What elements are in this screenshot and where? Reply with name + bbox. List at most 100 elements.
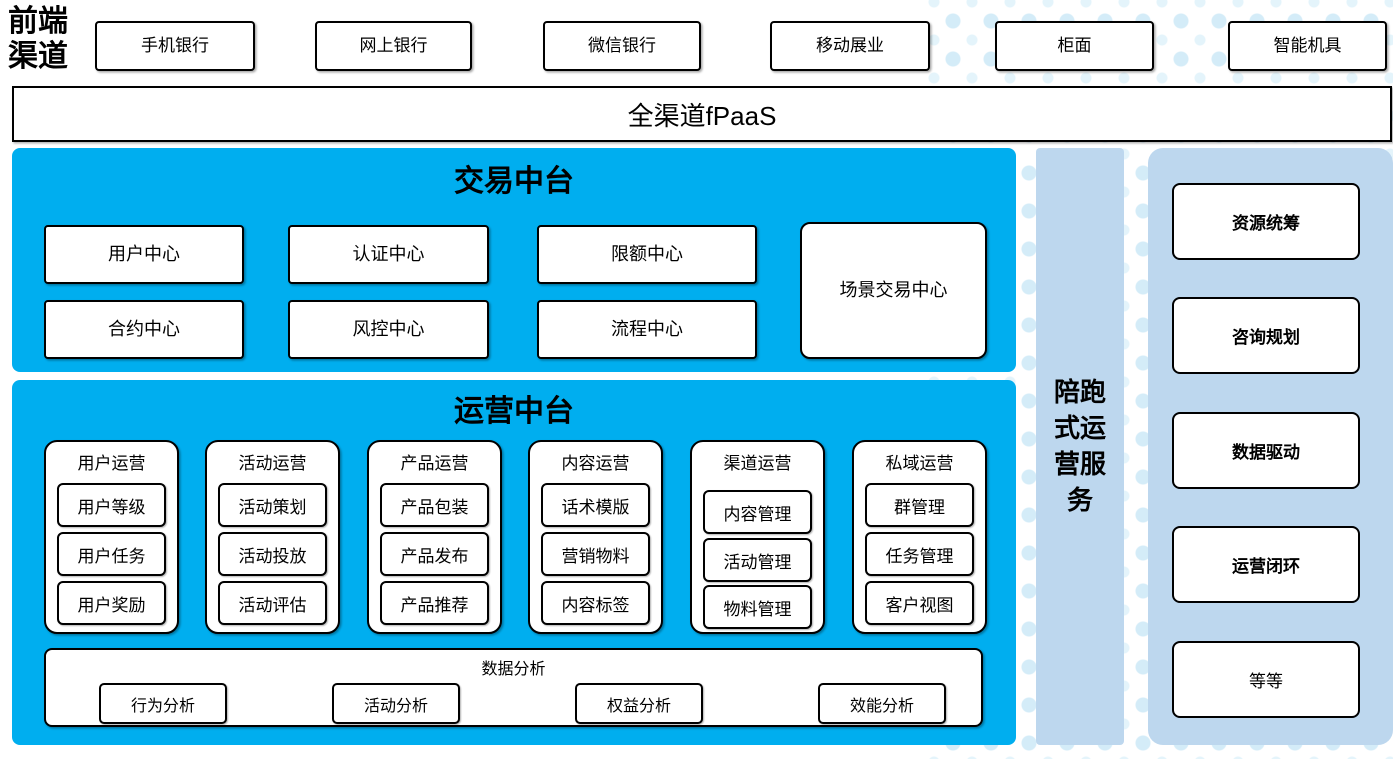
op-item-label: 活动策划 <box>238 497 307 517</box>
op-column-activity-operation: 活动运营 活动策划 活动投放 活动评估 <box>205 440 340 634</box>
op-item: 产品发布 <box>380 532 489 576</box>
op-item: 活动管理 <box>703 538 812 582</box>
op-item-label: 物料管理 <box>723 599 792 619</box>
service-box-label: 数据驱动 <box>1232 443 1300 462</box>
channel-label: 智能机具 <box>1273 35 1342 55</box>
op-column-private-domain-operation: 私域运营 群管理 任务管理 客户视图 <box>852 440 987 634</box>
op-item: 用户等级 <box>57 483 166 527</box>
op-column-header: 活动运营 <box>238 454 307 473</box>
service-box-label: 等等 <box>1249 672 1283 691</box>
center-label: 风控中心 <box>352 318 425 339</box>
op-item: 营销物料 <box>541 532 650 576</box>
center-box-risk: 风控中心 <box>288 300 489 359</box>
center-label: 限额中心 <box>611 243 683 264</box>
op-item: 物料管理 <box>703 585 812 629</box>
analysis-item-label: 行为分析 <box>130 697 195 715</box>
companion-service-bar: 陪跑式运营服务 <box>1036 148 1124 745</box>
center-label: 认证中心 <box>352 243 425 264</box>
channel-label: 移动展业 <box>816 35 884 55</box>
channel-box-counter: 柜面 <box>995 21 1154 71</box>
op-item: 群管理 <box>865 483 974 527</box>
op-item-label: 群管理 <box>894 497 945 517</box>
center-box-scenario-transaction: 场景交易中心 <box>800 222 987 359</box>
op-item: 任务管理 <box>865 532 974 576</box>
service-box-label: 资源统筹 <box>1232 214 1300 233</box>
center-box-user: 用户中心 <box>44 225 244 284</box>
data-analysis-title: 数据分析 <box>481 661 546 678</box>
op-item-label: 产品推荐 <box>400 595 469 615</box>
op-item-label: 用户奖励 <box>77 595 146 615</box>
service-box-data-driven: 数据驱动 <box>1172 412 1360 489</box>
channel-label: 柜面 <box>1057 35 1092 55</box>
channel-box-online-banking: 网上银行 <box>315 21 472 71</box>
service-box-label: 咨询规划 <box>1232 328 1300 347</box>
op-column-header: 私域运营 <box>885 454 954 473</box>
op-item: 客户视图 <box>865 581 974 625</box>
fpaas-bar: 全渠道fPaaS <box>12 86 1392 142</box>
analysis-item: 活动分析 <box>332 683 460 724</box>
op-item-label: 活动投放 <box>238 546 307 566</box>
companion-service-label: 陪跑式运营服务 <box>1053 377 1106 515</box>
transaction-platform-title: 交易中台 <box>454 165 574 198</box>
op-item: 内容标签 <box>541 581 650 625</box>
op-item-label: 话术模版 <box>561 497 630 517</box>
center-box-auth: 认证中心 <box>288 225 489 284</box>
channel-box-mobile-banking: 手机银行 <box>95 21 255 71</box>
op-column-header: 产品运营 <box>400 454 469 473</box>
op-column-product-operation: 产品运营 产品包装 产品发布 产品推荐 <box>367 440 502 634</box>
center-label: 场景交易中心 <box>839 279 948 300</box>
analysis-item-label: 权益分析 <box>606 697 671 715</box>
op-item-label: 任务管理 <box>885 546 954 566</box>
op-item: 产品推荐 <box>380 581 489 625</box>
op-item-label: 营销物料 <box>561 546 630 566</box>
analysis-item-label: 效能分析 <box>849 697 914 715</box>
analysis-item-label: 活动分析 <box>363 697 428 715</box>
analysis-item: 效能分析 <box>818 683 946 724</box>
center-label: 流程中心 <box>611 318 683 339</box>
service-box-resource-planning: 资源统筹 <box>1172 183 1360 260</box>
op-column-channel-operation: 渠道运营 内容管理 活动管理 物料管理 <box>690 440 825 634</box>
operation-platform-section: 运营中台 用户运营 用户等级 用户任务 用户奖励 活动运营 活动策划 活动投放 … <box>12 380 1016 745</box>
op-column-content-operation: 内容运营 话术模版 营销物料 内容标签 <box>528 440 663 634</box>
op-item: 用户任务 <box>57 532 166 576</box>
analysis-item: 权益分析 <box>575 683 703 724</box>
analysis-item: 行为分析 <box>99 683 227 724</box>
op-item-label: 用户任务 <box>77 546 146 566</box>
op-item: 活动评估 <box>218 581 327 625</box>
op-item-label: 内容管理 <box>723 504 792 524</box>
service-box-consulting: 咨询规划 <box>1172 297 1360 374</box>
center-box-contract: 合约中心 <box>44 300 244 359</box>
channel-box-smart-devices: 智能机具 <box>1228 21 1387 71</box>
op-column-user-operation: 用户运营 用户等级 用户任务 用户奖励 <box>44 440 179 634</box>
center-box-limit: 限额中心 <box>537 225 757 284</box>
center-label: 合约中心 <box>108 318 180 339</box>
channel-label: 手机银行 <box>141 35 209 55</box>
op-item-label: 产品包装 <box>400 497 469 517</box>
fpaas-label: 全渠道fPaaS <box>627 100 777 131</box>
transaction-platform-section: 交易中台 用户中心 认证中心 限额中心 合约中心 风控中心 流程中心 场景交易中… <box>12 148 1016 372</box>
op-item-label: 用户等级 <box>77 497 146 517</box>
channel-label: 微信银行 <box>588 35 656 55</box>
channel-box-mobile-outreach: 移动展业 <box>770 21 930 71</box>
front-channels-label: 前端渠道 <box>8 5 68 73</box>
service-box-operation-loop: 运营闭环 <box>1172 526 1360 603</box>
op-column-header: 内容运营 <box>561 454 630 473</box>
op-item: 产品包装 <box>380 483 489 527</box>
op-item: 活动投放 <box>218 532 327 576</box>
op-item-label: 客户视图 <box>885 595 954 615</box>
service-panel: 资源统筹 咨询规划 数据驱动 运营闭环 等等 <box>1148 148 1393 745</box>
op-item-label: 活动评估 <box>238 595 307 615</box>
op-item-label: 内容标签 <box>561 595 630 615</box>
op-column-header: 渠道运营 <box>723 454 792 473</box>
op-item: 内容管理 <box>703 490 812 534</box>
op-item: 用户奖励 <box>57 581 166 625</box>
op-item: 话术模版 <box>541 483 650 527</box>
channel-box-wechat-banking: 微信银行 <box>543 21 701 71</box>
operation-platform-title: 运营中台 <box>454 395 574 428</box>
op-column-header: 用户运营 <box>77 454 146 473</box>
op-item-label: 活动管理 <box>723 552 792 572</box>
center-box-process: 流程中心 <box>537 300 757 359</box>
op-item: 活动策划 <box>218 483 327 527</box>
service-box-label: 运营闭环 <box>1232 557 1300 576</box>
